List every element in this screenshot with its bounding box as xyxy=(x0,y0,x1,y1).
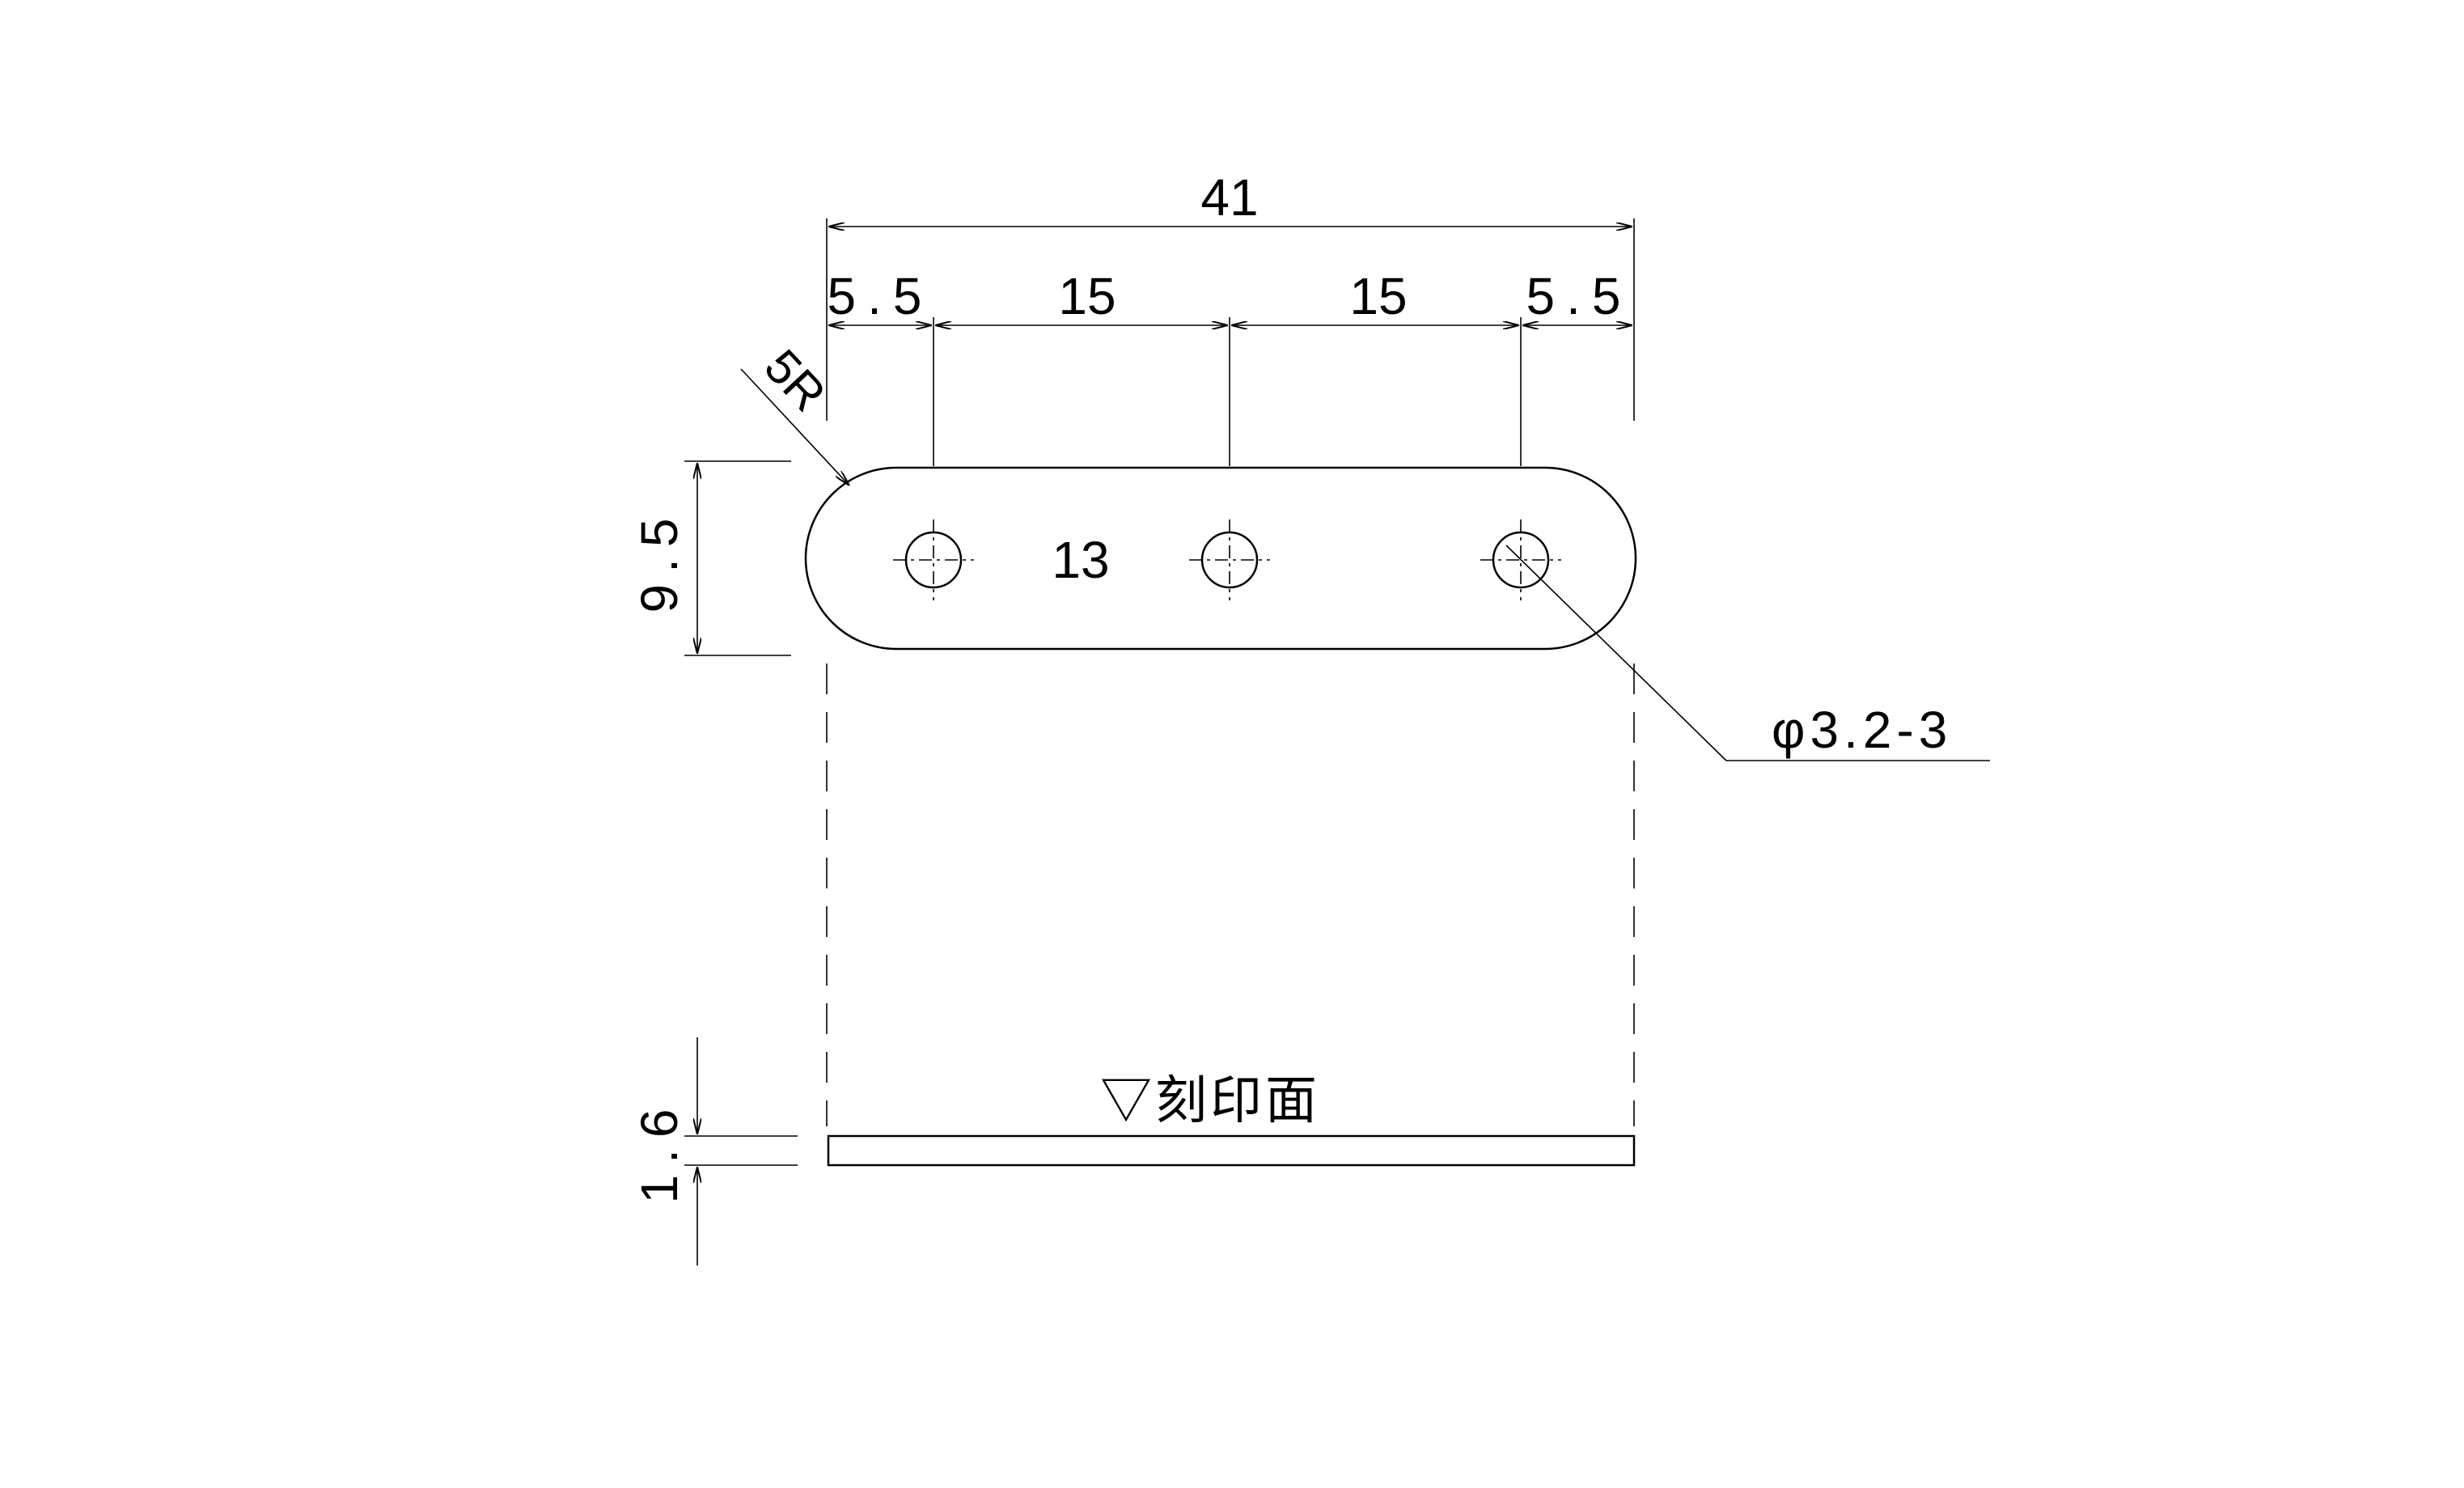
dim-height: 9.5 xyxy=(630,507,688,613)
height-extension-lines xyxy=(684,460,791,656)
dim-edge-left: 5.5 xyxy=(828,267,934,325)
projection-lines xyxy=(826,663,1635,1126)
hole-extension-lines xyxy=(933,317,1522,466)
dim-pitch-1: 15 xyxy=(1058,267,1116,325)
dim-thickness: 1.6 xyxy=(630,1098,688,1204)
thickness-extension-lines xyxy=(684,1135,798,1166)
dim-edge-right: 5.5 xyxy=(1526,267,1632,325)
dim-inner-label: 13 xyxy=(1052,531,1109,589)
dim-radius: 5R xyxy=(754,339,836,422)
side-view-plate xyxy=(827,1134,1636,1167)
plate-outline xyxy=(804,466,1637,651)
dim-pitch-2: 15 xyxy=(1349,267,1407,325)
dim-overall-width: 41 xyxy=(1200,168,1258,227)
outer-extension-lines xyxy=(826,218,1635,421)
radius-leader xyxy=(740,368,849,485)
hole-callout-leader xyxy=(1505,545,1990,761)
marking-face-note: ▽刻印面 xyxy=(1100,1071,1320,1130)
hole-callout: φ3.2-3 xyxy=(1772,701,1952,759)
